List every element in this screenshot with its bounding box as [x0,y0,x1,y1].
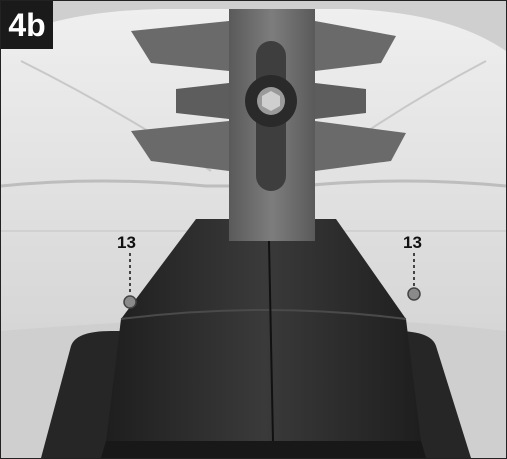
blade-teeth-lower [131,121,229,171]
callout-label-right: 13 [403,233,422,252]
figure-label-badge: 4b [1,1,53,49]
blade-teeth-mid [176,83,229,119]
blade-teeth-top [131,21,229,71]
blade-housing [106,219,421,441]
screw-left [123,295,137,309]
callout-label-left: 13 [117,233,136,252]
screw-right [407,287,421,301]
